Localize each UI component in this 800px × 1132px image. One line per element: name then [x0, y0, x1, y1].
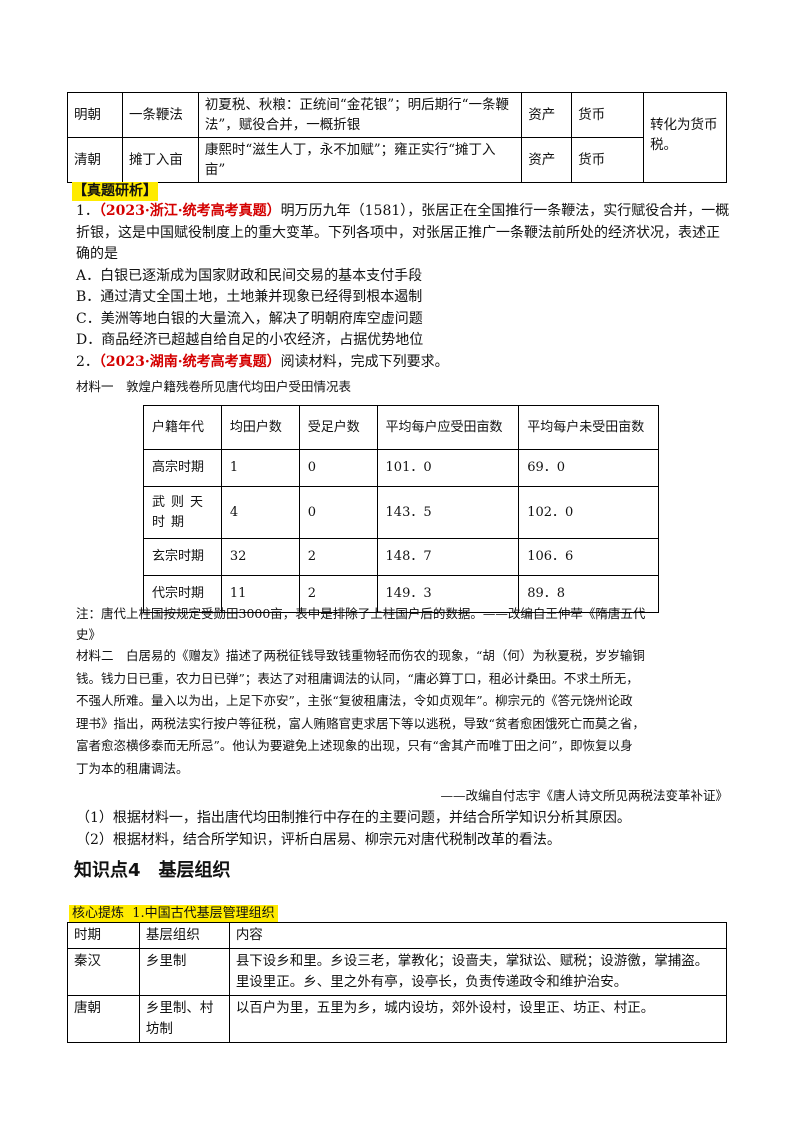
tax-reform-table: 明朝 一条鞭法 初夏税、秋粮：正统间“金花银”；明后期行“一条鞭法”，赋役合并，… — [67, 92, 727, 183]
table-cell: 0 — [298, 486, 378, 539]
merged-note-cell: 转化为货币税。 — [643, 92, 727, 183]
table-row: 高宗时期 1 0 101．0 69．0 — [143, 449, 659, 487]
content-cell: 县下设乡和里。乡设三老，掌教化；设啬夫，掌狱讼、赋税；设游徼，掌捕盗。里设里正。… — [228, 948, 728, 996]
org-cell: 乡里制 — [138, 948, 230, 996]
table-cell: 代宗时期 — [143, 575, 222, 613]
core-title-text: 1.中国古代基层管理组织 — [132, 906, 275, 921]
core-label: 核心提炼 1.中国古代基层管理组织 — [69, 905, 278, 922]
table-cell: 0 — [298, 449, 378, 487]
table-cell: 玄宗时期 — [143, 538, 222, 576]
col-header: 户籍年代 — [143, 405, 222, 450]
table-cell: 149．3 — [376, 575, 520, 613]
content-cell: 康熙时“滋生人丁，永不加赋”；雍正实行“摊丁入亩” — [197, 137, 523, 183]
q2-stem-text: 阅读材料，完成下列要求。 — [280, 354, 449, 370]
material2-line: 不强人所难。量入以为出，上足下亦安”，主张“复彼租庸法，令如贞观年”。柳宗元的《… — [76, 693, 633, 708]
table-row: 武则天时期 4 0 143．5 102．0 — [143, 486, 659, 539]
col-header: 时期 — [67, 922, 140, 949]
table-cell: 11 — [220, 575, 300, 613]
dynasty-cell: 清朝 — [67, 137, 123, 183]
q1-source: （2023·浙江·统考高考真题） — [98, 203, 281, 219]
table-row: 玄宗时期 32 2 148．7 106．6 — [143, 538, 659, 576]
q1-option-b: B．通过清丈全国土地，土地兼并现象已经得到根本遏制 — [76, 289, 423, 305]
question-2-stem: 2．（2023·湖南·统考高考真题）阅读材料，完成下列要求。 — [76, 352, 736, 374]
table-note: 注：唐代上柱国按规定受勋田3000亩，表中是排除了上柱国户后的数据。——改编自王… — [76, 603, 736, 645]
period-cell: 秦汉 — [67, 948, 140, 996]
material1-title: 材料一 敦煌户籍残卷所见唐代均田户受田情况表 — [76, 379, 352, 394]
table-cell: 高宗时期 — [143, 449, 222, 487]
grassroots-org-table: 时期 基层组织 内容 秦汉 乡里制 县下设乡和里。乡设三老，掌教化；设啬夫，掌狱… — [67, 922, 728, 1043]
q1-option-c: C．美洲等地白银的大量流入，解决了明朝府库空虚问题 — [76, 310, 423, 327]
material2-line: 钱。钱力日已重，农力日已弹”；表达了对租庸调法的认同，“庸必算丁口，租必计桑田。… — [76, 670, 639, 686]
table-cell: 148．7 — [376, 538, 520, 576]
table-row: 清朝 摊丁入亩 康熙时“滋生人丁，永不加赋”；雍正实行“摊丁入亩” 资产 货币 — [67, 137, 727, 183]
col-header: 受足户数 — [298, 405, 378, 450]
table-cell: 106．6 — [518, 538, 659, 576]
q1-option-a: A．白银已逐渐成为国家财政和民间交易的基本支付手段 — [76, 267, 423, 284]
q1-stem-text: 明万历九年（1581），张居正在全国推行一条鞭法，实行赋役合并，一概 — [280, 203, 730, 219]
table-row: 唐朝 乡里制、村坊制 以百户为里，五里为乡，城内设坊，郊外设村，设里正、坊正、村… — [67, 995, 728, 1043]
dynasty-cell: 明朝 — [67, 92, 123, 138]
period-cell: 唐朝 — [67, 995, 140, 1043]
q1-number: 1． — [76, 203, 99, 219]
content-cell: 以百户为里，五里为乡，城内设坊，郊外设村，设里正、坊正、村正。 — [228, 995, 728, 1043]
table-cell: 武则天时期 — [143, 486, 222, 539]
core-summary-label: 核心提炼 1.中国古代基层管理组织 — [69, 902, 278, 922]
table-cell: 2 — [298, 538, 378, 576]
col-header: 平均每户未受田亩数 — [518, 405, 659, 450]
q2-source: （2023·湖南·统考高考真题） — [98, 354, 281, 370]
form-cell: 货币 — [571, 137, 645, 183]
table-cell: 89．8 — [518, 575, 659, 613]
table-cell: 143．5 — [376, 486, 520, 539]
table-row: 明朝 一条鞭法 初夏税、秋粮：正统间“金花银”；明后期行“一条鞭法”，赋役合并，… — [67, 92, 727, 183]
table-cell: 101．0 — [376, 449, 520, 487]
col-header: 均田户数 — [220, 405, 300, 450]
table-cell: 4 — [220, 486, 300, 539]
note-line-2: 史》 — [76, 627, 102, 642]
task-2: （2）根据材料，结合所学知识，评析白居易、柳宗元对唐代税制改革的看法。 — [76, 831, 561, 848]
q2-tasks: （1）根据材料一，指出唐代均田制推行中存在的主要问题，并结合所学知识分析其原因。… — [76, 808, 736, 851]
material2-source: ——改编自付志宇《唐人诗文所见两税法变革补证》 — [440, 788, 728, 803]
material2-line: 丁为本的租庸调法。 — [76, 760, 189, 776]
material2: 材料二 白居易的《赠友》描述了两税征钱导致钱重物轻而伤农的现象，“胡（何）为秋夏… — [76, 645, 741, 780]
core-label-text: 核心提炼 — [72, 906, 125, 921]
content-cell: 初夏税、秋粮：正统间“金花银”；明后期行“一条鞭法”，赋役合并，一概折银 — [197, 92, 523, 138]
table-row: 秦汉 乡里制 县下设乡和里。乡设三老，掌教化；设啬夫，掌狱讼、赋税；设游徼，掌捕… — [67, 948, 728, 996]
table-cell: 102．0 — [518, 486, 659, 539]
section-tag: 【真题研析】 — [72, 180, 158, 201]
table-header-row: 时期 基层组织 内容 — [67, 922, 728, 949]
col-header: 平均每户应受田亩数 — [376, 405, 520, 450]
note-line-1: 注：唐代上柱国按规定受勋田3000亩，表中是排除了上柱国户后的数据。——改编自王… — [76, 606, 646, 621]
table-cell: 69．0 — [518, 449, 659, 487]
table-cell: 32 — [220, 538, 300, 576]
section-tag-label: 【真题研析】 — [72, 182, 158, 201]
table-row: 代宗时期 11 2 149．3 89．8 — [143, 575, 659, 613]
material2-line: 材料二 白居易的《赠友》描述了两税征钱导致钱重物轻而伤农的现象，“胡（何）为秋夏… — [76, 648, 645, 663]
q1-stem-line3: 确的是 — [76, 246, 118, 262]
form-cell: 货币 — [571, 92, 645, 138]
land-allocation-table: 户籍年代 均田户数 受足户数 平均每户应受田亩数 平均每户未受田亩数 高宗时期 … — [143, 405, 659, 613]
question-1: 1．（2023·浙江·统考高考真题）明万历九年（1581），张居正在全国推行一条… — [76, 201, 736, 352]
basis-cell: 资产 — [521, 137, 573, 183]
q2-number: 2． — [76, 354, 99, 370]
q1-stem-line2: 折银，这是中国赋役制度上的重大变革。下列各项中，对张居正推广一条鞭法前所处的经济… — [76, 224, 720, 241]
col-header: 内容 — [228, 922, 728, 949]
policy-cell: 摊丁入亩 — [121, 137, 199, 183]
col-header: 基层组织 — [138, 922, 230, 949]
task-1: （1）根据材料一，指出唐代均田制推行中存在的主要问题，并结合所学知识分析其原因。 — [76, 810, 631, 826]
knowledge-heading: 知识点4 基层组织 — [74, 860, 231, 881]
material2-line: 富者愈恣横侈泰而无所忌”。他认为要避免上述现象的出现，只有“舍其产而唯丁田之问”… — [76, 738, 633, 753]
material2-line: 理书》指出，两税法实行按户等征税，富人贿赂官吏求居下等以逃税，导致“贫者愈困饿死… — [76, 715, 645, 731]
table-cell: 1 — [220, 449, 300, 487]
q1-option-d: D．商品经济已超越自给自足的小农经济，占据优势地位 — [76, 332, 424, 348]
q1-stem-line1: 1．（2023·浙江·统考高考真题）明万历九年（1581），张居正在全国推行一条… — [76, 201, 736, 223]
org-cell: 乡里制、村坊制 — [138, 995, 230, 1043]
basis-cell: 资产 — [521, 92, 573, 138]
policy-cell: 一条鞭法 — [121, 92, 199, 138]
table-header-row: 户籍年代 均田户数 受足户数 平均每户应受田亩数 平均每户未受田亩数 — [143, 405, 659, 450]
